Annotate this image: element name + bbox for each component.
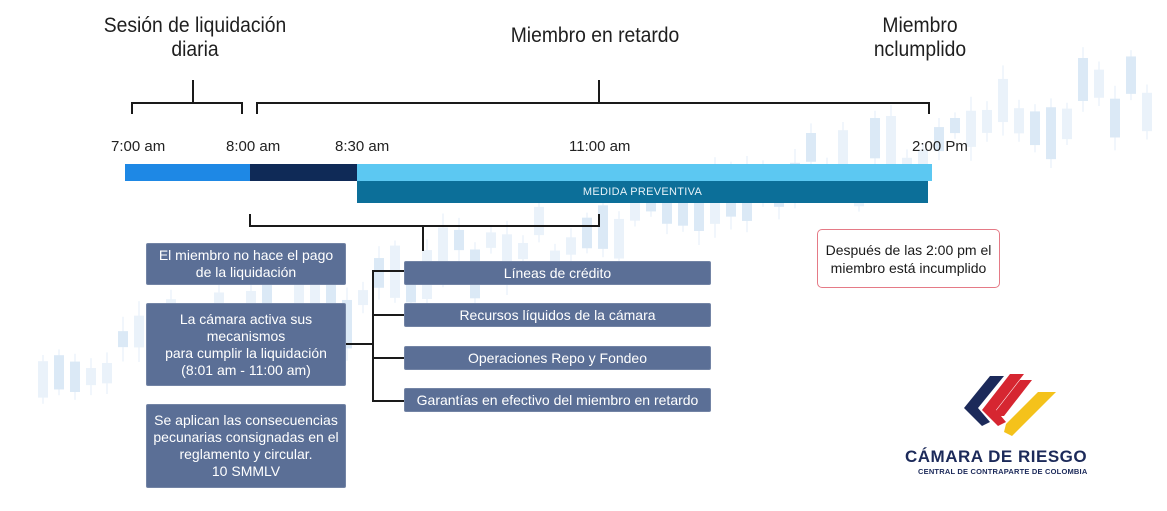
- time-label-1400: 2:00 Pm: [912, 138, 968, 155]
- camara-de-riesgo-logo-icon: [964, 374, 1056, 436]
- connector-branch-3: [372, 357, 405, 359]
- candle-body: [566, 237, 576, 255]
- connector-branch-1: [372, 270, 405, 272]
- candle-body: [1110, 98, 1120, 138]
- candle-body: [486, 232, 496, 248]
- candle-body: [310, 281, 320, 305]
- candle-body: [982, 109, 992, 133]
- bracket-retardo-stem: [598, 80, 600, 104]
- candle-body: [1046, 107, 1056, 160]
- candle-body: [838, 130, 848, 166]
- candle-body: [438, 227, 448, 274]
- incumplido-note: Después de las 2:00 pm el miembro está i…: [817, 229, 1000, 288]
- bracket-sesion: [131, 102, 243, 114]
- candle-body: [502, 234, 512, 282]
- timeline-segment-grace: [250, 164, 357, 181]
- bracket-retardo: [256, 102, 930, 114]
- step-box-no-pago: El miembro no hace el pago de la liquida…: [146, 243, 346, 285]
- candle-body: [614, 218, 624, 259]
- brand-tagline: CENTRAL DE CONTRAPARTE DE COLOMBIA: [918, 467, 1088, 476]
- candle-body: [518, 243, 528, 260]
- phase-title-sesion: Sesión de liquidación diaria: [103, 14, 287, 61]
- candle-body: [342, 299, 352, 349]
- mechanism-garantias: Garantías en efectivo del miembro en ret…: [404, 388, 711, 412]
- candle-body: [1142, 92, 1152, 132]
- bracket-mechanisms-stem: [422, 225, 424, 251]
- candle-body: [406, 270, 416, 303]
- candle-body: [1014, 108, 1024, 134]
- brand-name: CÁMARA DE RIESGO: [905, 447, 1088, 466]
- candle-body: [934, 127, 944, 152]
- candle-body: [966, 110, 976, 147]
- phase-title-incumplido: Miembro nclumplido: [873, 14, 967, 61]
- candle-body: [534, 206, 544, 236]
- mechanism-lineas-credito: Líneas de crédito: [404, 261, 711, 285]
- time-label-1100: 11:00 am: [569, 138, 631, 155]
- time-label-0700: 7:00 am: [111, 138, 166, 155]
- connector-branch-2: [372, 314, 405, 316]
- step-box-camara-activa: La cámara activa sus mecanismos para cum…: [146, 303, 346, 386]
- candle-body: [246, 290, 256, 314]
- candle-body: [118, 331, 128, 348]
- candle-body: [86, 368, 96, 386]
- candle-body: [1078, 57, 1088, 101]
- candle-body: [38, 361, 48, 398]
- candle-body: [134, 315, 144, 348]
- candle-body: [374, 258, 384, 288]
- candle-body: [70, 361, 80, 393]
- candle-body: [886, 116, 896, 167]
- candle-body: [598, 205, 608, 249]
- candle-body: [694, 197, 704, 231]
- mechanism-recursos-liquidos: Recursos líquidos de la cámara: [404, 303, 711, 327]
- candle-body: [326, 266, 336, 312]
- bracket-sesion-stem: [192, 80, 194, 104]
- step-box-consecuencias: Se aplican las consecuencias pecunarias …: [146, 404, 346, 488]
- candle-body: [54, 355, 64, 390]
- candle-body: [998, 78, 1008, 123]
- candle-body: [1094, 69, 1104, 98]
- timeline-segment-retardo: [357, 164, 932, 181]
- candle-body: [1030, 111, 1040, 146]
- candle-body: [262, 277, 272, 309]
- candle-body: [1062, 108, 1072, 140]
- time-label-0800: 8:00 am: [226, 138, 281, 155]
- timeline-segment-early: [125, 164, 250, 181]
- candle-body: [102, 363, 112, 384]
- mechanism-repo-fondeo: Operaciones Repo y Fondeo: [404, 346, 711, 370]
- candle-body: [582, 217, 592, 249]
- candle-body: [454, 229, 464, 251]
- candle-body: [678, 194, 688, 226]
- connector-branch-4: [372, 400, 405, 402]
- medida-preventiva-bar: MEDIDA PREVENTIVA: [357, 181, 928, 203]
- candle-body: [550, 250, 560, 271]
- bracket-mechanisms: [249, 214, 600, 227]
- connector-main: [346, 343, 374, 345]
- candle-body: [950, 117, 960, 134]
- medida-preventiva-label: MEDIDA PREVENTIVA: [582, 186, 703, 198]
- connector-trunk: [372, 270, 374, 402]
- candle-body: [358, 290, 368, 306]
- time-label-0830: 8:30 am: [335, 138, 390, 155]
- candle-body: [662, 194, 672, 224]
- candle-body: [870, 118, 880, 159]
- candle-body: [1126, 56, 1136, 94]
- candle-body: [806, 133, 816, 162]
- phase-title-retardo: Miembro en retardo: [510, 24, 680, 47]
